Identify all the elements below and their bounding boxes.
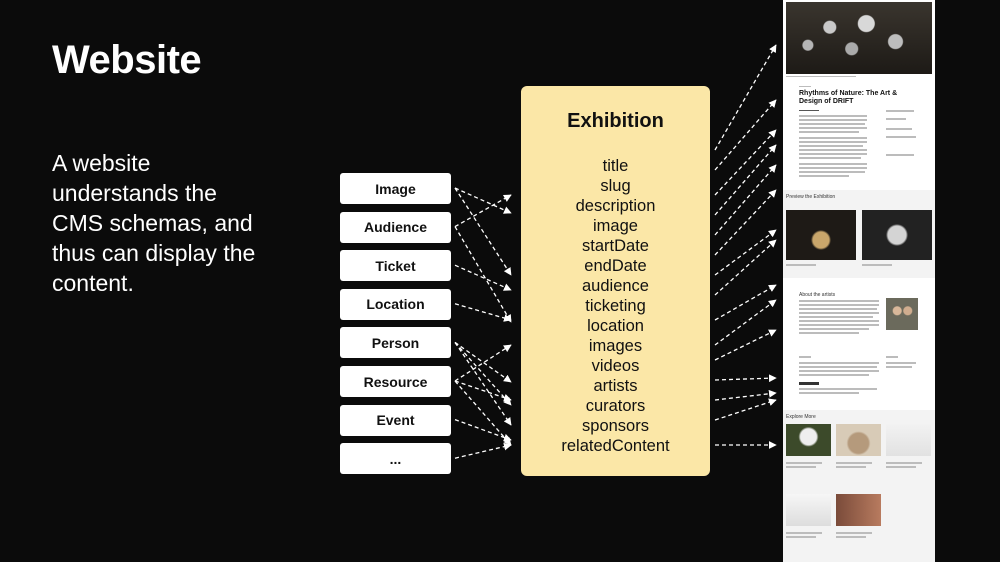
connection-arrow [454,342,512,426]
exhibition-field-list: title slug description image startDate endDat… [521,156,710,456]
connection-arrow [454,380,512,446]
connection-arrow [714,299,777,346]
exhibition-field: image [593,217,638,235]
exhibition-field: endDate [584,257,647,275]
page-title: Rhythms of Nature: The Art & Design of D… [799,90,898,105]
exhibition-field: sponsors [582,417,649,435]
connection-arrow [454,303,512,322]
exhibition-field: videos [591,357,640,375]
slide-body: A website understands the CMS schemas, a… [52,150,256,296]
connection-arrow [714,329,777,361]
connection-arrow [454,418,512,442]
connection-arrow [714,44,777,151]
schema-type-box: Location [340,288,451,320]
connection-arrow [454,187,512,276]
explore-more-title: Explore More [786,414,816,420]
exhibition-field: ticketing [585,297,646,315]
schema-type-box: Ticket [340,250,451,282]
connection-arrow [454,341,512,406]
connection-arrow [454,187,512,214]
connection-arrow [714,129,777,196]
schema-type-box: Person [340,327,451,359]
connection-arrow [714,189,777,256]
connection-arrow [454,226,512,323]
exhibition-field: description [575,197,656,215]
connection-arrow [714,99,777,171]
connection-arrow [714,374,777,383]
exhibition-field: startDate [582,237,649,255]
exhibition-title: Exhibition [567,110,664,132]
schema-type-box: Resource [340,366,451,397]
connection-arrow [454,380,512,402]
exhibition-field: curators [585,397,646,415]
connection-arrow [714,239,777,296]
connection-arrow [714,389,777,401]
exhibition-field: audience [582,277,649,295]
connection-arrow [454,264,512,291]
exhibition-field: slug [600,177,631,195]
connection-arrow [454,442,512,459]
exhibition-field: location [587,317,644,335]
schema-type-box: Image [340,173,451,204]
exhibition-field: title [602,157,629,175]
connection-arrow [454,341,512,383]
preview-section-title: Preview the Exhibition [786,194,836,200]
connection-arrow [714,229,777,276]
exhibition-field: artists [593,377,638,395]
hero-image [786,2,932,74]
slide-title: Website [52,38,202,82]
connection-arrow [714,398,777,421]
exhibition-field: relatedContent [561,437,670,455]
schema-type-box: Audience [340,211,451,243]
website-preview: Rhythms of Nature: The Art & Design of D… [783,0,935,562]
connection-arrow [714,144,777,216]
schema-type-box: Event [340,404,451,436]
connection-arrow [714,164,777,236]
schema-type-box: ... [340,443,451,475]
exhibition-schema-card: Exhibition title slug description image star… [521,86,710,476]
about-artists-title: About the artists [799,292,836,298]
connection-arrow [714,284,777,321]
connection-arrow [454,194,512,228]
exhibition-field: images [588,337,643,355]
